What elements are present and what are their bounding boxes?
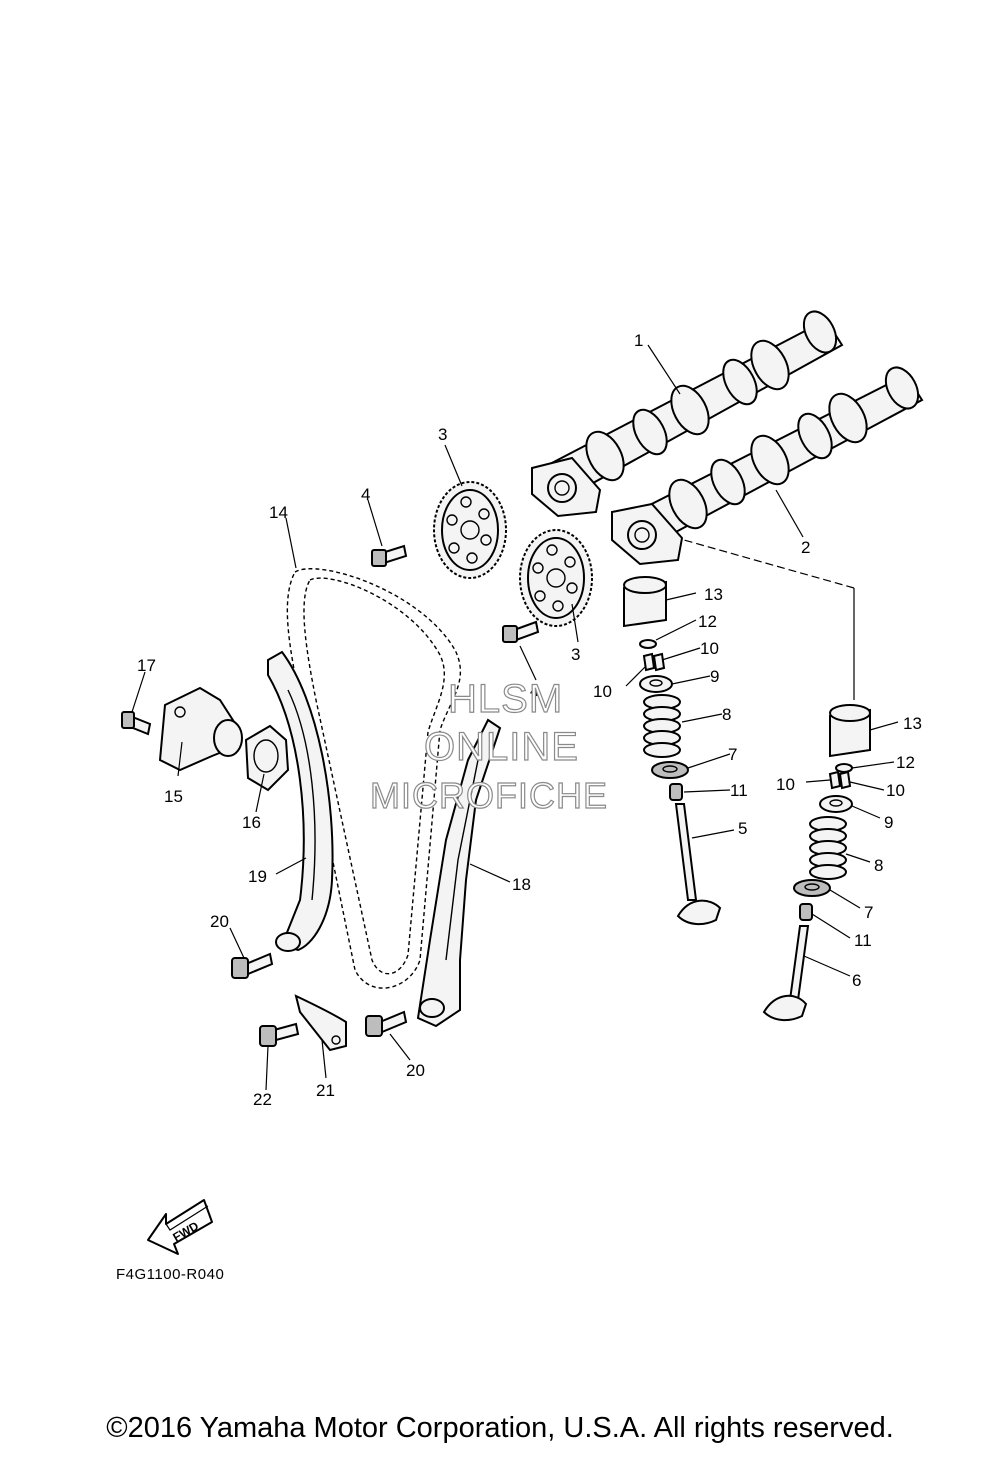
cam-sprocket-upper — [433, 481, 507, 579]
guide-stopper-bolt — [259, 1022, 300, 1047]
reference-code: F4G1100-R040 — [116, 1266, 225, 1283]
stem-seal-intake — [669, 783, 683, 801]
callout-10: 10 — [593, 682, 612, 701]
callout-10: 10 — [700, 639, 719, 658]
callout-19: 19 — [248, 867, 267, 886]
callout-18: 18 — [512, 875, 531, 894]
copyright-notice: ©2016 Yamaha Motor Corporation, U.S.A. A… — [106, 1412, 894, 1444]
callout-12: 12 — [896, 753, 915, 772]
callout-11: 11 — [730, 781, 748, 800]
callout-13: 13 — [903, 714, 922, 733]
callout-5: 5 — [738, 819, 747, 838]
callout-22: 22 — [253, 1090, 272, 1109]
callout-4: 4 — [530, 681, 539, 700]
callout-1: 1 — [634, 331, 643, 350]
callout-16: 16 — [242, 813, 261, 832]
sprocket-bolt-lower — [502, 620, 540, 643]
valve-lifter-intake — [623, 576, 667, 628]
callout-15: 15 — [164, 787, 183, 806]
tensioner-gasket — [244, 724, 290, 792]
callout-17: 17 — [137, 656, 156, 675]
spring-retainer-intake — [639, 675, 673, 693]
chain-tensioner — [158, 686, 243, 772]
tensioner-bolt — [121, 711, 152, 736]
callout-6: 6 — [852, 971, 861, 990]
valve-cotter-intake — [642, 652, 666, 672]
callout-labels: 1 2 3 3 4 4 5 6 7 7 8 8 9 9 10 10 10 10 … — [137, 331, 922, 1109]
guide-bolt-left — [231, 952, 274, 979]
callout-10: 10 — [886, 781, 905, 800]
intake-valve — [674, 803, 722, 926]
callout-9: 9 — [710, 667, 719, 686]
callout-7: 7 — [728, 745, 737, 764]
callout-2: 2 — [801, 538, 810, 557]
stem-seal-exhaust — [799, 903, 813, 921]
exhaust-valve — [762, 925, 810, 1022]
watermark-line-3: MICROFICHE — [370, 775, 608, 816]
callout-3: 3 — [438, 425, 447, 444]
spring-seat-intake — [651, 761, 689, 779]
guide-stopper — [294, 994, 347, 1052]
callout-13: 13 — [704, 585, 723, 604]
camshaft-upper — [531, 310, 844, 518]
watermark: HLSM ONLINE MICROFICHE — [369, 676, 608, 816]
guide-bolt-right — [365, 1010, 408, 1037]
watermark-line-2: ONLINE — [424, 725, 579, 769]
cam-sprocket-lower — [519, 529, 593, 627]
camshaft-lower — [611, 366, 924, 566]
callout-10: 10 — [776, 775, 795, 794]
callout-21: 21 — [316, 1081, 335, 1100]
leader-lines — [131, 344, 899, 1091]
valve-spring-exhaust — [809, 816, 847, 880]
callout-8: 8 — [874, 856, 883, 875]
chain-guide-right — [416, 718, 502, 1028]
valve-pad-intake — [639, 639, 657, 649]
callout-9: 9 — [884, 813, 893, 832]
callout-3: 3 — [571, 645, 580, 664]
callout-8: 8 — [722, 705, 731, 724]
fwd-arrow-icon: FWD — [147, 1199, 213, 1255]
callout-14: 14 — [269, 503, 288, 522]
callout-20: 20 — [210, 912, 229, 931]
sprocket-bolt-upper — [371, 544, 408, 567]
callout-11: 11 — [854, 931, 872, 950]
valve-spring-intake — [643, 694, 681, 758]
callout-12: 12 — [698, 612, 717, 631]
valve-pad-exhaust — [835, 763, 853, 773]
valve-lifter-exhaust — [829, 704, 871, 758]
watermark-line-1: HLSM — [448, 677, 563, 721]
spring-retainer-exhaust — [819, 795, 853, 813]
valve-cotter-exhaust — [828, 770, 852, 790]
chain-guide-left — [267, 650, 334, 952]
cam-chain — [286, 568, 461, 989]
callout-7: 7 — [864, 903, 873, 922]
spring-seat-exhaust — [793, 879, 831, 897]
callout-20: 20 — [406, 1061, 425, 1080]
callout-4: 4 — [361, 485, 370, 504]
